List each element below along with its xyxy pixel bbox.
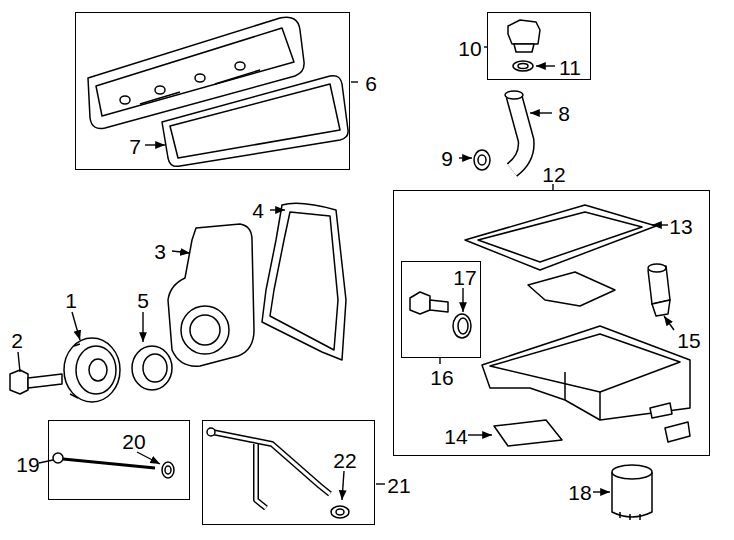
callout-number: 22 [333,450,356,471]
callout-number: 19 [16,454,39,475]
callout-number: 4 [252,200,264,221]
part-group-box: 1920 [48,420,190,500]
callout-number: 5 [137,290,149,311]
callout-number: 7 [129,136,141,157]
callout-number: 17 [453,267,476,288]
callout-number: 15 [677,330,700,351]
callout-number: 21 [387,475,410,496]
part-group-box: 67 [75,12,350,170]
callout-number: 6 [365,73,377,94]
part-group-box: 1011 [487,12,591,80]
callout-number: 10 [458,38,481,59]
callout-number: 1 [65,290,77,311]
part-group-box: 121315141617 [393,190,710,456]
callout-number: 9 [441,148,453,169]
part-group-box: 2122 [202,420,375,525]
callout-number: 16 [430,367,453,388]
callout-number: 8 [558,103,570,124]
part-group-box: 1617 [401,261,481,358]
callout-number: 12 [542,164,565,185]
callout-number: 11 [559,57,581,78]
callout-number: 2 [11,330,23,351]
callout-number: 20 [122,431,145,452]
callout-number: 3 [154,241,166,262]
callout-number: 18 [568,482,591,503]
callout-number: 14 [444,426,467,447]
callout-number: 13 [669,216,692,237]
